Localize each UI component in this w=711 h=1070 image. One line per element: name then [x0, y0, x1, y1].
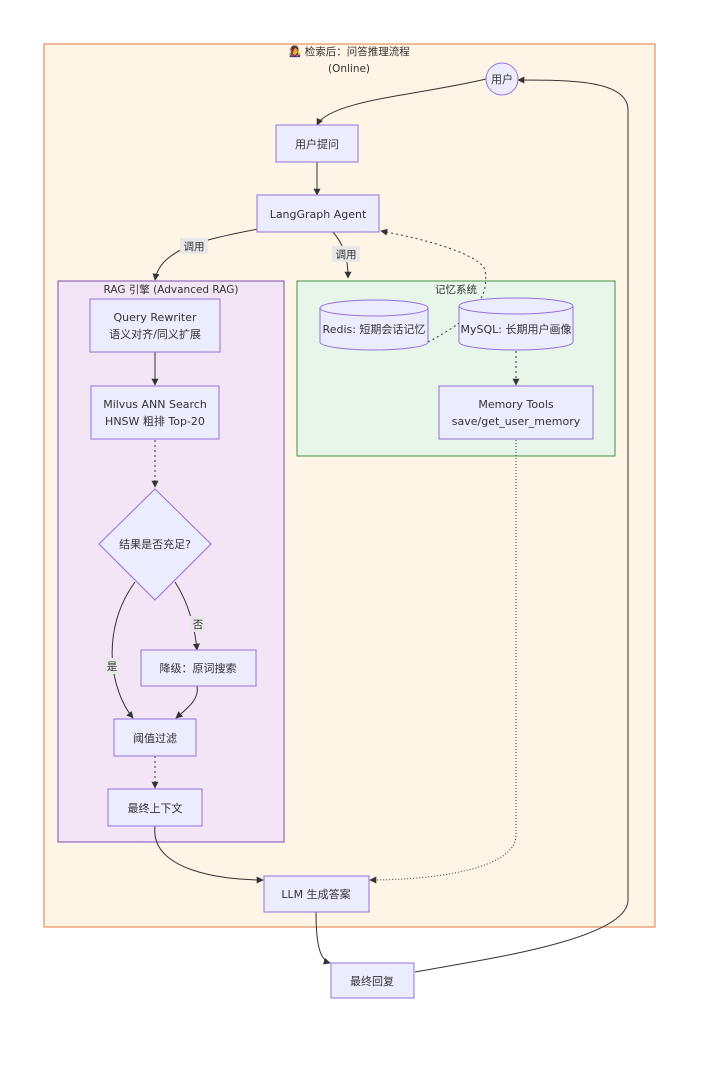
node-llm-label: LLM 生成答案	[281, 887, 350, 901]
rag-cluster-title: RAG 引擎 (Advanced RAG)	[103, 283, 238, 296]
node-fallback: 降级：原词搜索	[140, 649, 257, 687]
edge-label-no: 否	[190, 616, 206, 632]
online-cluster-title: 👩‍🎤 检索后：问答推理流程	[288, 45, 410, 58]
node-redis-label: Redis: 短期会话记忆	[323, 322, 426, 336]
edge-llm-to-reply	[315, 911, 331, 965]
edge-reply-to-user	[414, 76, 629, 973]
node-query-rewriter-line1: Query Rewriter	[113, 311, 196, 324]
node-final-context: 最终上下文	[107, 788, 203, 827]
edge-decision-to-threshold	[111, 581, 136, 719]
node-memory-tools-line1: Memory Tools	[478, 398, 554, 411]
node-decision: 结果是否充足?	[98, 488, 212, 601]
node-llm: LLM 生成答案	[263, 875, 370, 913]
node-milvus: Milvus ANN Search HNSW 粗排 Top-20	[90, 385, 220, 440]
node-threshold-label: 阈值过滤	[133, 731, 177, 745]
node-threshold: 阈值过滤	[113, 718, 197, 757]
node-fallback-label: 降级：原词搜索	[160, 661, 237, 675]
edge-final-to-llm	[154, 825, 264, 884]
node-milvus-line2: HNSW 粗排 Top-20	[105, 414, 205, 428]
node-user-question-label: 用户提问	[295, 137, 339, 151]
node-agent-label: LangGraph Agent	[270, 208, 367, 221]
node-user-question: 用户提问	[275, 124, 359, 163]
node-user: 用户	[485, 62, 519, 96]
edge-label-yes-text: 是	[107, 661, 118, 673]
edge-label-no-text: 否	[193, 619, 204, 631]
node-query-rewriter-line2: 语义对齐/同义扩展	[109, 327, 201, 341]
node-final-context-label: 最终上下文	[128, 801, 183, 815]
node-final-reply: 最终回复	[330, 962, 415, 999]
edge-label-yes: 是	[104, 658, 120, 674]
edge-label-call-memory-text: 调用	[336, 249, 357, 261]
edges	[111, 76, 629, 973]
node-mysql-label: MySQL: 长期用户画像	[461, 322, 572, 336]
node-agent: LangGraph Agent	[256, 194, 380, 233]
node-final-reply-label: 最终回复	[350, 974, 394, 988]
edge-label-call-rag: 调用	[180, 238, 208, 254]
node-milvus-line1: Milvus ANN Search	[103, 398, 207, 411]
node-user-label: 用户	[491, 72, 513, 86]
edge-label-call-rag-text: 调用	[184, 241, 205, 253]
edge-fallback-to-threshold	[175, 685, 198, 719]
node-query-rewriter: Query Rewriter 语义对齐/同义扩展	[89, 298, 221, 353]
node-memory-tools: Memory Tools save/get_user_memory	[438, 385, 594, 440]
node-mysql: MySQL: 长期用户画像	[458, 297, 574, 351]
online-cluster-subtitle: (Online)	[328, 63, 370, 75]
node-decision-label: 结果是否充足?	[119, 537, 191, 551]
node-memory-tools-line2: save/get_user_memory	[452, 415, 581, 428]
edge-label-call-memory: 调用	[332, 246, 360, 262]
edge-user-to-question	[316, 78, 487, 126]
memory-cluster-title: 记忆系统	[435, 283, 477, 296]
node-redis: Redis: 短期会话记忆	[319, 299, 429, 351]
